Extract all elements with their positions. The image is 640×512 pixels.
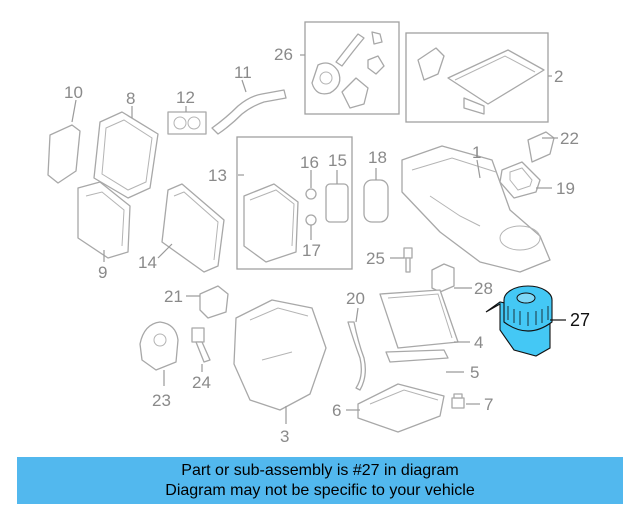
callout-10: 10 (64, 83, 83, 102)
part-27-blower-motor[interactable] (485, 285, 553, 357)
callout-21: 21 (164, 287, 183, 306)
part-7 (451, 393, 465, 409)
part-11 (211, 89, 287, 135)
callout-6: 6 (332, 401, 341, 420)
part-18 (363, 179, 389, 223)
callout-16: 16 (300, 153, 319, 172)
part-20 (347, 321, 366, 391)
callout-22: 22 (560, 129, 579, 148)
callout-28: 28 (474, 279, 493, 298)
blower-fins (507, 306, 549, 326)
part-21 (199, 285, 229, 319)
callout-27[interactable]: 27 (570, 310, 590, 330)
part-2 (417, 47, 545, 115)
part-16 (305, 188, 317, 200)
part-19 (499, 161, 541, 199)
callout-24: 24 (192, 373, 211, 392)
part-28 (431, 263, 455, 293)
part-15 (325, 183, 349, 223)
part-12 (167, 111, 207, 135)
blower-hub (516, 292, 536, 304)
callout-25: 25 (366, 249, 385, 268)
part-26 (311, 31, 385, 109)
group-box-26 (304, 21, 400, 115)
part-5 (385, 349, 449, 363)
callout-19: 19 (556, 179, 575, 198)
part-22 (527, 131, 555, 163)
group-box-13 (236, 136, 353, 270)
callout-9: 9 (98, 263, 107, 282)
callout-labels: 10 8 12 11 26 2 1 22 19 13 16 15 18 17 9… (64, 45, 590, 446)
callout-11: 11 (234, 63, 252, 82)
part-3 (233, 299, 327, 411)
part-8 (93, 111, 159, 199)
banner-line-2: Diagram may not be specific to your vehi… (165, 482, 475, 499)
callout-5: 5 (470, 363, 479, 382)
group-box-2 (405, 32, 549, 123)
callout-12: 12 (176, 88, 195, 107)
callout-26: 26 (274, 45, 293, 64)
part-23 (139, 321, 179, 371)
callout-23: 23 (152, 391, 171, 410)
banner-line-1: Part or sub-assembly is #27 in diagram (181, 462, 459, 479)
part-6 (357, 383, 445, 433)
part-9 (77, 181, 131, 259)
part-24 (191, 327, 211, 363)
part-4 (379, 289, 459, 349)
part-1 (401, 145, 551, 273)
callout-15: 15 (328, 151, 347, 170)
callout-2: 2 (554, 67, 563, 86)
leader-lines (71, 54, 566, 424)
info-banner: Part or sub-assembly is #27 in diagram D… (17, 457, 623, 504)
callout-4: 4 (474, 333, 483, 352)
callout-14: 14 (138, 253, 157, 272)
part-17 (305, 214, 317, 226)
callout-1: 1 (472, 143, 481, 162)
callout-18: 18 (368, 148, 387, 167)
part-25 (403, 247, 413, 273)
part-13 (243, 183, 299, 263)
callout-20: 20 (346, 289, 365, 308)
callout-8: 8 (126, 89, 135, 108)
callout-17: 17 (302, 241, 321, 260)
parts-diagram: 10 8 12 11 26 2 1 22 19 13 16 15 18 17 9… (47, 21, 590, 446)
callout-3: 3 (280, 427, 289, 446)
part-10 (47, 124, 81, 184)
callout-7: 7 (484, 395, 493, 414)
callout-13: 13 (208, 166, 227, 185)
part-14 (161, 183, 225, 273)
